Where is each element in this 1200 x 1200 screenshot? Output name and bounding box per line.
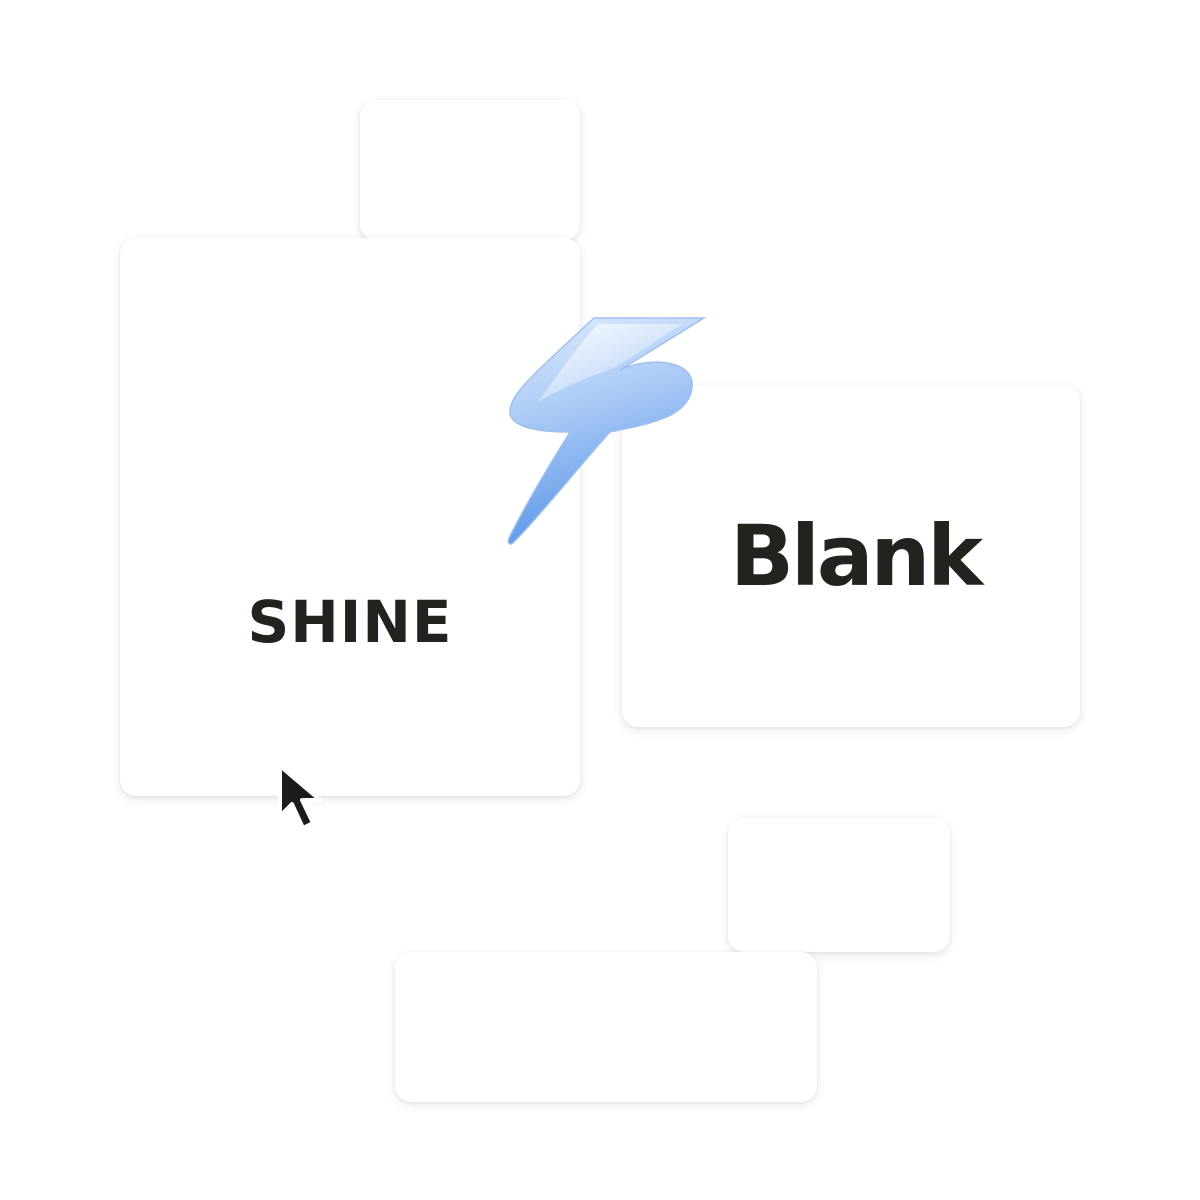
lightning-bolt-icon [507, 317, 707, 545]
shine-logo: SHINE [247, 588, 453, 656]
placeholder-card-lower-right [728, 818, 950, 952]
blank-card[interactable] [622, 385, 1080, 727]
blank-logo: Blank [730, 507, 983, 605]
placeholder-card-bottom [395, 952, 817, 1102]
mouse-pointer-icon [278, 764, 322, 830]
placeholder-card-top [360, 100, 580, 240]
shine-card[interactable] [120, 238, 580, 796]
